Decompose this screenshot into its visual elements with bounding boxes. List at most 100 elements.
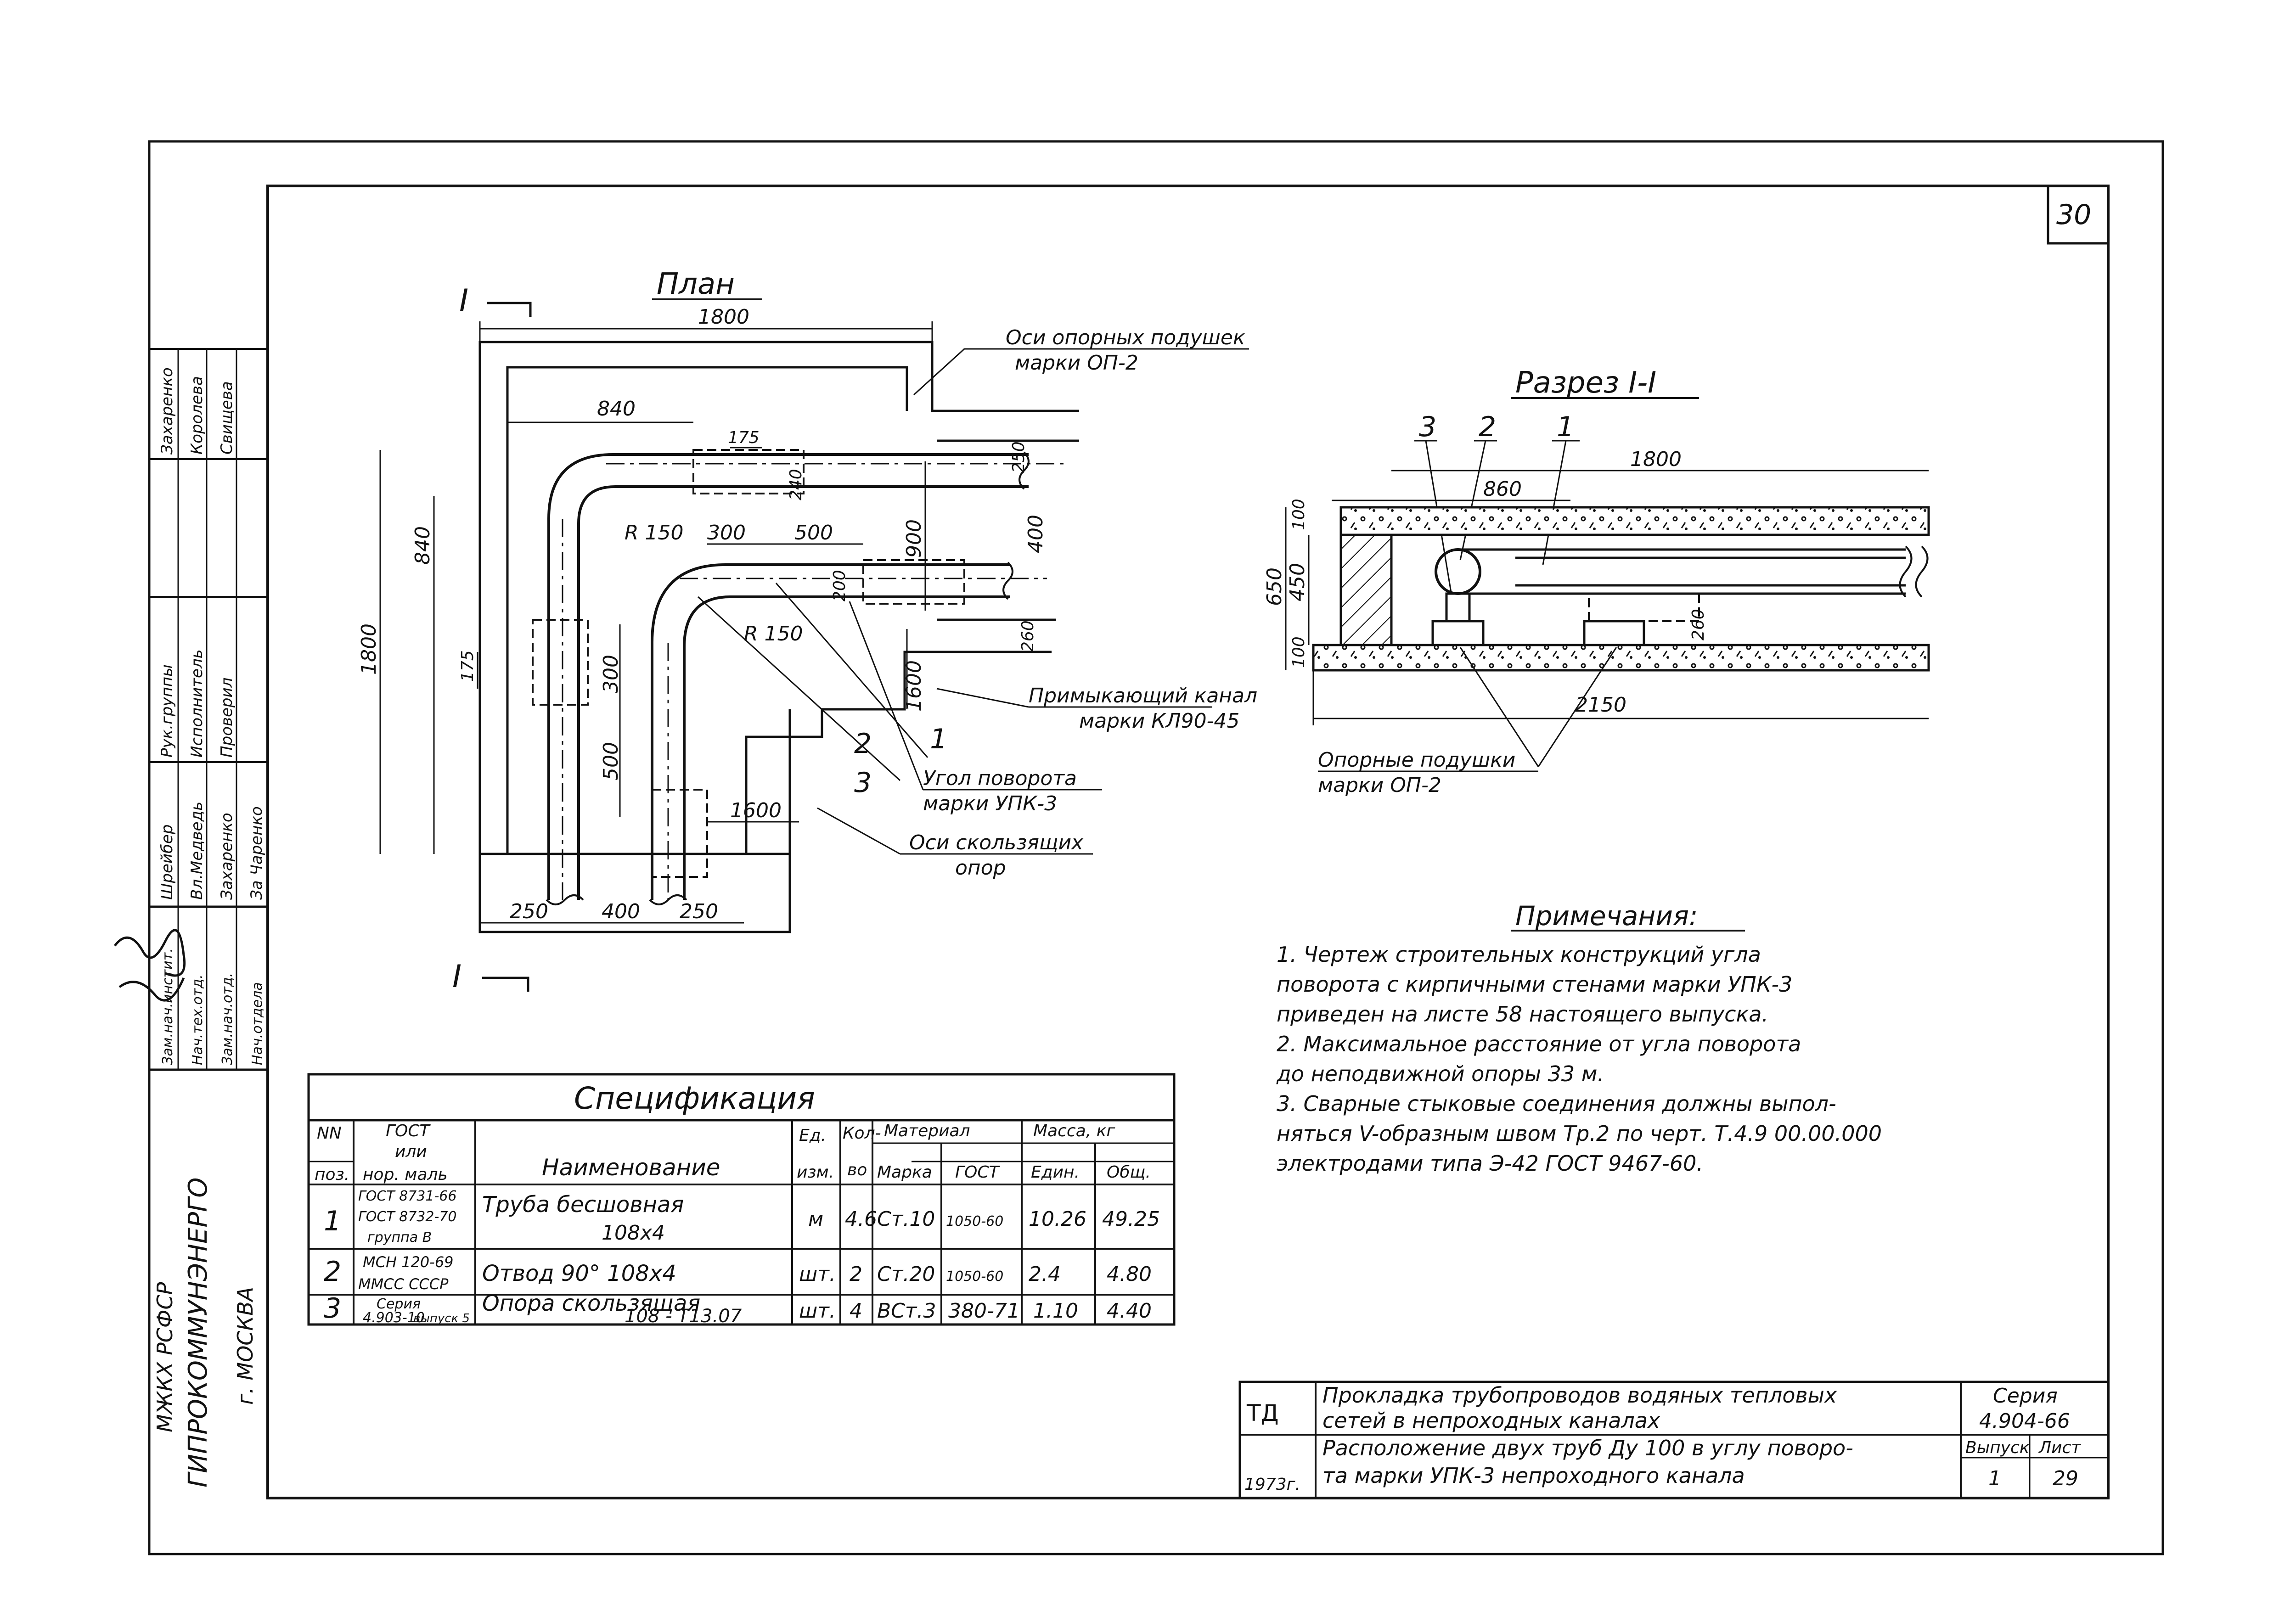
tb-subtitle-1: Расположение двух труб Ду 100 в углу пов… [1322, 1436, 1853, 1460]
plan-dim-400-r: 400 [1024, 515, 1047, 553]
spec-r3-unit: шт. [799, 1299, 836, 1323]
plan-dim-175-v: 175 [458, 650, 477, 682]
spec-h-qty-2: во [847, 1161, 867, 1179]
section-dim-860: 860 [1483, 477, 1522, 501]
spec-r2-name-1: Отвод 90° 108x4 [482, 1261, 676, 1286]
plan-dim-1800-top: 1800 [698, 305, 749, 329]
spec-r3-name-1: Опора скользящая [482, 1291, 700, 1316]
pipe-1 [547, 453, 1029, 900]
spec-h-mat-gost: ГОСТ [955, 1163, 1001, 1182]
tb-title-1: Прокладка трубопроводов водяных тепловых [1322, 1383, 1837, 1408]
spec-h-unit: Ед. [799, 1126, 826, 1145]
sheet-number-box [2047, 185, 2110, 245]
stamp-org-3: г. МОСКВА [233, 1287, 258, 1405]
note-line-4: 2. Максимальное расстояние от угла повор… [1277, 1032, 1801, 1056]
plan-dim-240: 240 [787, 469, 805, 500]
section-mark-bottom: I [452, 959, 461, 995]
plan-note-corner: Угол поворота [923, 767, 1077, 790]
plan-dim-500-a: 500 [794, 521, 833, 544]
plan-r150-a: R 150 [625, 521, 684, 544]
plan-dim-300-v: 300 [599, 655, 623, 693]
note-line-2: поворота с кирпичными стенами марки УПК-… [1277, 972, 1792, 997]
spec-h-gost-2: или [395, 1142, 427, 1161]
section-dim-100-a: 100 [1289, 499, 1308, 530]
plan-note-channel: Примыкающий канал [1029, 684, 1257, 707]
stamp-org-1: МЖКХ РСФСР [152, 1282, 177, 1432]
stamp-name-5: Захаренко [158, 367, 176, 455]
spec-r3-gost-2: 4.903-10 [363, 1310, 425, 1326]
spec-r3-qty: 4 [850, 1299, 862, 1323]
section-dim-1800: 1800 [1630, 448, 1682, 471]
section-view: Разрез I-I 3 2 1 1800 860 650 [1263, 366, 1930, 797]
note-line-5: до неподвижной опоры 33 м. [1276, 1061, 1604, 1086]
stamp-role-1: Зам.нач.инстит. [160, 948, 176, 1065]
tb-series-value: 4.904-66 [1979, 1409, 2070, 1433]
spec-r3-gost-1: Серия [377, 1296, 421, 1312]
stamp-role-2: Нач.тех.отд. [190, 974, 206, 1065]
plan-note-corner-2: марки УПК-3 [923, 792, 1057, 815]
spec-h-gost-3: нор. маль [363, 1165, 448, 1184]
plan-dim-1600-h: 1600 [730, 799, 782, 822]
tb-issue-label: Выпуск [1965, 1438, 2030, 1457]
spec-r2-mark: Ст.20 [877, 1263, 935, 1286]
plan-dim-260: 260 [1019, 620, 1037, 652]
stamp-role-5: Рук.группы [158, 664, 176, 758]
spec-r3-gost-3: выпуск 5 [413, 1312, 470, 1325]
pipe-2 [651, 563, 1010, 900]
spec-r1-unit: м [808, 1207, 823, 1231]
plan-note-channel-2: марки КЛ90-45 [1079, 709, 1239, 733]
spec-r3-mass-unit: 1.10 [1033, 1299, 1078, 1323]
support-pad-b [1583, 620, 1645, 646]
spec-r3-mat-gost: 380-71 [948, 1299, 1020, 1323]
title-block: ТД 1973г. Прокладка трубопроводов водяны… [1238, 1381, 2110, 1499]
plan-note-slide-2: опор [955, 856, 1006, 880]
section-dim-2150: 2150 [1575, 693, 1626, 717]
plan-callout-1: 1 [930, 723, 947, 755]
plan-dim-250-a: 250 [510, 900, 548, 923]
spec-title: Спецификация [574, 1081, 815, 1116]
plan-title: План [657, 267, 735, 301]
stamp-name-3: Захаренко [218, 813, 236, 900]
notes-title: Примечания: [1515, 900, 1698, 932]
inner-frame [266, 185, 2110, 1499]
spec-r1-gost-1: ГОСТ 8731-66 [358, 1188, 456, 1204]
stamp-role-7: Проверил [218, 678, 236, 758]
stamp-name-2: Вл.Медведь [188, 802, 206, 900]
stamp-name-4: За Чаренко [248, 806, 266, 900]
spec-r1-gost-3: группа В [367, 1229, 432, 1246]
spec-r1-mat-gost: 1050-60 [946, 1213, 1003, 1229]
spec-h-mass-total: Общ. [1107, 1163, 1151, 1182]
pipe-section-circle [1435, 548, 1481, 595]
tb-td: ТД [1246, 1400, 1279, 1426]
spec-r2-gost-2: ММСС СССР [358, 1275, 449, 1293]
spec-h-pos: поз. [315, 1165, 349, 1184]
spec-r2-qty: 2 [850, 1263, 862, 1286]
plan-note-axes-pads-2: марки ОП-2 [1015, 351, 1138, 375]
spec-h-mark: Марка [877, 1163, 932, 1182]
plan-dim-175-h: 175 [728, 428, 760, 447]
spec-h-gost: ГОСТ [386, 1122, 431, 1140]
spec-r1-pos: 1 [324, 1205, 341, 1237]
spec-r1-name-1: Труба бесшовная [482, 1192, 684, 1218]
spec-h-material: Материал [884, 1122, 970, 1140]
plan-dim-400-b: 400 [602, 900, 640, 923]
section-callout-3: 3 [1419, 411, 1436, 443]
note-line-1: 1. Чертеж строительных конструкций угла [1277, 942, 1761, 967]
plan-callout-3: 3 [854, 767, 872, 799]
stamp-role-3: Зам.нач.отд. [219, 973, 236, 1065]
section-note-pads: Опорные подушки [1318, 748, 1515, 772]
spec-r2-mat-gost: 1050-60 [946, 1268, 1003, 1285]
top-slab [1339, 506, 1930, 536]
sheet-number: 30 [2056, 199, 2091, 231]
spec-r2-pos: 2 [324, 1256, 341, 1288]
section-mark-top: I [459, 283, 468, 319]
plan-dim-250-r: 250 [1009, 441, 1028, 473]
spec-table: Спецификация NN поз. ГОСТ или нор. маль … [307, 1073, 1176, 1327]
note-line-6: 3. Сварные стыковые соединения должны вы… [1277, 1091, 1836, 1116]
brick-wall [1339, 533, 1393, 646]
spec-h-mass: Масса, кг [1033, 1122, 1115, 1140]
stamp-name-6: Королева [188, 376, 206, 455]
note-line-8: электродами типа Э-42 ГОСТ 9467-60. [1277, 1151, 1703, 1176]
plan-note-axes-pads: Оси опорных подушек [1006, 326, 1245, 349]
